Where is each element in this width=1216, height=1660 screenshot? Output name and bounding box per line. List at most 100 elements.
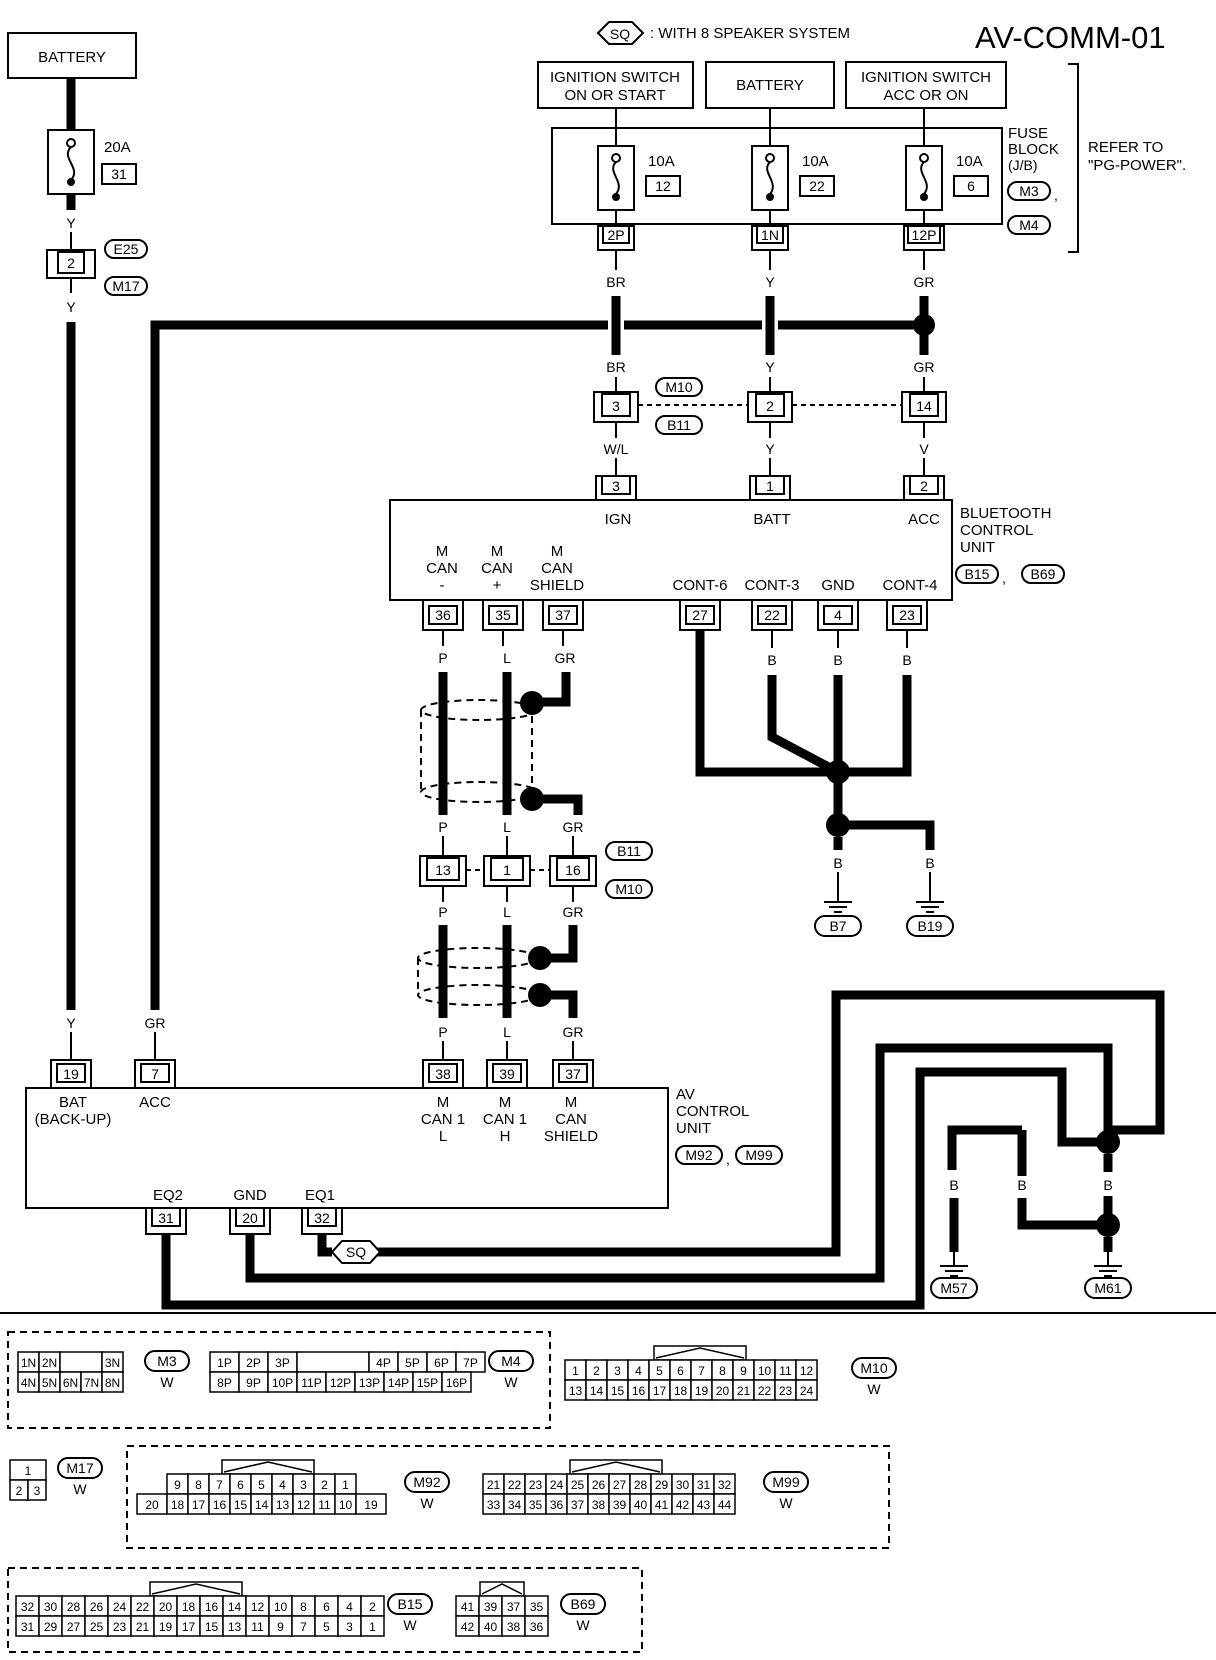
av-can-l-l2: CAN 1: [421, 1111, 465, 1128]
fuse-12: [597, 128, 635, 228]
fuse-12-num: 12: [655, 178, 671, 194]
m4-pin-15P: 15P: [417, 1376, 438, 1390]
b15-pin-21: 21: [136, 1620, 150, 1634]
b15-pin-2: 2: [369, 1600, 376, 1614]
b15-pin-25: 25: [90, 1620, 104, 1634]
m4-pin-11P: 11P: [301, 1376, 321, 1390]
ign-acc-on-l2: ACC OR ON: [883, 87, 968, 104]
fuse-22: [751, 128, 789, 228]
m10-pin-23: 23: [779, 1384, 793, 1398]
m4-cavity: [296, 1351, 370, 1373]
m99-pin-44: 44: [718, 1498, 732, 1512]
m92-pin-7: 7: [216, 1478, 223, 1492]
fuse-6-num: 6: [967, 178, 975, 194]
b15-color: W: [403, 1617, 417, 1633]
b15-pin-15: 15: [205, 1620, 219, 1634]
ign-on-start-l1: IGNITION SWITCH: [550, 69, 680, 86]
bt-gnd-label: GND: [821, 577, 855, 594]
m4-pin-3P: 3P: [275, 1356, 290, 1370]
m10-pin-8: 8: [719, 1364, 726, 1378]
b11m10b-pin-16: 16: [565, 862, 581, 878]
m10-pin-18: 18: [674, 1384, 688, 1398]
av-can-h-l3: H: [500, 1128, 511, 1145]
fuse-block-l1: FUSE: [1008, 125, 1048, 142]
m92-pin-6: 6: [237, 1478, 244, 1492]
b15-pin-26: 26: [90, 1600, 104, 1614]
m10-pin-5: 5: [656, 1364, 663, 1378]
m4-pin-1P: 1P: [217, 1356, 232, 1370]
m10-pin-14: 14: [590, 1384, 604, 1398]
wire-y-5: Y: [765, 359, 775, 375]
b15-pin-1: 1: [369, 1620, 376, 1634]
bt-batt-label: BATT: [753, 511, 790, 528]
b69-pin-40: 40: [484, 1620, 498, 1634]
bt-pin-23: 23: [899, 607, 915, 623]
m3-pin-2N: 2N: [42, 1356, 57, 1370]
bt-pin-35: 35: [495, 607, 511, 623]
av-pin-20: 20: [242, 1210, 258, 1226]
m10-pin-13: 13: [569, 1384, 583, 1398]
m99-pin-35: 35: [529, 1498, 543, 1512]
bt-can-minus-l2: CAN: [426, 560, 458, 577]
ign-acc-on-l1: IGNITION SWITCH: [861, 69, 991, 86]
b11m10b-conn1: B11: [617, 843, 641, 859]
av-name-l1: AV: [676, 1086, 695, 1103]
m10-pin-6: 6: [677, 1364, 684, 1378]
e25-conn2: M17: [112, 278, 139, 294]
ground-b7: B7: [829, 918, 846, 934]
m10-pin-22: 22: [758, 1384, 772, 1398]
m10-pin-2: 2: [593, 1364, 600, 1378]
m3-cavity: [59, 1351, 103, 1373]
b15-pin-7: 7: [300, 1620, 307, 1634]
b69-pin-41: 41: [461, 1600, 475, 1614]
m3-pin-5N: 5N: [42, 1376, 57, 1390]
lock-hood-mark: [571, 1461, 661, 1473]
m92-color: W: [420, 1495, 434, 1511]
av-eq1-label: EQ1: [305, 1187, 335, 1204]
b15-pin-8: 8: [300, 1600, 307, 1614]
fuse-block-conn2: M4: [1019, 217, 1039, 233]
b69-pin-35: 35: [530, 1600, 544, 1614]
b15-pin-5: 5: [323, 1620, 330, 1634]
bt-cont6-label: CONT-6: [672, 577, 727, 594]
m17-name: M17: [66, 1460, 93, 1476]
m4-color: W: [504, 1374, 518, 1390]
m99-pin-39: 39: [613, 1498, 627, 1512]
battery-mid-label: BATTERY: [736, 77, 804, 94]
m92-name: M92: [413, 1474, 440, 1490]
m99-name-badge: [763, 1471, 809, 1493]
av-can-h-l1: M: [499, 1094, 512, 1111]
m3-pin-1N: 1N: [21, 1356, 36, 1370]
b15-pin-14: 14: [228, 1600, 242, 1614]
b11m10b-pin-13: 13: [435, 862, 451, 878]
m99-pin-32: 32: [718, 1478, 732, 1492]
b11m10b-conn2: M10: [615, 881, 642, 897]
wire-b-3: B: [902, 652, 911, 668]
m4-pin-2P: 2P: [246, 1356, 261, 1370]
legend-code: SQ: [610, 26, 630, 42]
b15-pin-30: 30: [44, 1600, 58, 1614]
m92-pin-3: 3: [300, 1478, 307, 1492]
wire-br-2: BR: [606, 359, 625, 375]
fb-pin-12p-label: 12P: [912, 227, 937, 243]
bt-pin-2: 2: [920, 478, 928, 494]
m4-pin-10P: 10P: [272, 1376, 293, 1390]
bt-can-minus-l1: M: [436, 543, 449, 560]
m92-pin-17: 17: [192, 1498, 206, 1512]
m99-pin-25: 25: [571, 1478, 585, 1492]
wire-gr-acc: GR: [145, 1015, 166, 1031]
m4-pin-7P: 7P: [463, 1356, 478, 1370]
b15-pin-11: 11: [251, 1620, 264, 1634]
b15-name: B15: [398, 1596, 423, 1612]
fuse-block-conn1: M3: [1019, 183, 1039, 199]
m99-pin-37: 37: [571, 1498, 585, 1512]
b69-pin-37: 37: [507, 1600, 521, 1614]
wire-br-1: BR: [606, 274, 625, 290]
bt-can-plus-l1: M: [491, 543, 504, 560]
b15-cavity: [360, 1615, 385, 1637]
av-can-shield-l2: CAN: [555, 1111, 587, 1128]
fb-pin-1n-label: 1N: [761, 227, 779, 243]
m99-pin-41: 41: [655, 1498, 669, 1512]
bt-pin-36: 36: [435, 607, 451, 623]
wire-b-10: B: [1017, 1177, 1026, 1193]
